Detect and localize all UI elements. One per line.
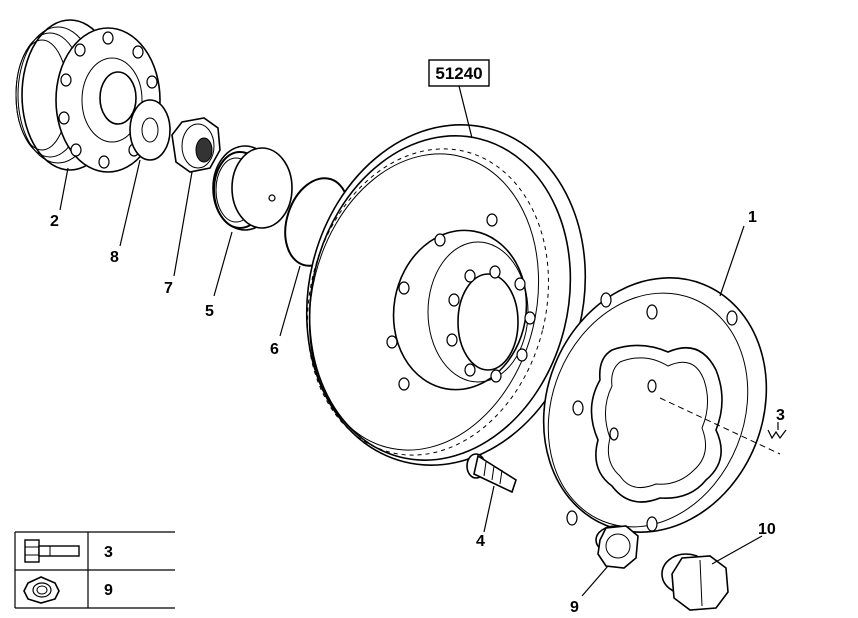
legend-value-bolt: 3 — [104, 544, 113, 561]
disc-bolt-holes — [386, 213, 536, 391]
bolt-icon — [24, 539, 80, 563]
wheel-nut — [595, 525, 639, 569]
callout-labels: 1 2 3 4 5 6 7 8 9 10 — [50, 209, 785, 616]
callout-7: 7 — [164, 280, 173, 297]
flange-bolt — [661, 553, 729, 611]
callout-3: 3 — [776, 407, 785, 424]
wheel-stud — [466, 453, 517, 494]
callout-5: 5 — [205, 303, 214, 320]
legend-value-nut: 9 — [104, 582, 113, 599]
callout-9: 9 — [570, 599, 579, 616]
leader-lines — [59, 159, 787, 597]
callout-10: 10 — [758, 521, 776, 538]
flange-bolt-holes — [566, 292, 738, 532]
reference-number: 51240 — [435, 64, 482, 83]
hub-cap — [212, 145, 293, 231]
callout-2: 2 — [50, 213, 59, 230]
reference-number-box: 51240 — [428, 59, 490, 139]
nut-icon — [23, 576, 60, 604]
callout-8: 8 — [110, 249, 119, 266]
brake-disc — [305, 124, 587, 466]
wheel-hub-flange — [542, 277, 781, 533]
thrust-washer — [129, 99, 171, 161]
callout-4: 4 — [476, 533, 485, 550]
legend-table: 3 9 — [14, 531, 175, 609]
callout-6: 6 — [270, 341, 279, 358]
hub-nut — [171, 117, 221, 173]
callout-1: 1 — [748, 209, 757, 226]
